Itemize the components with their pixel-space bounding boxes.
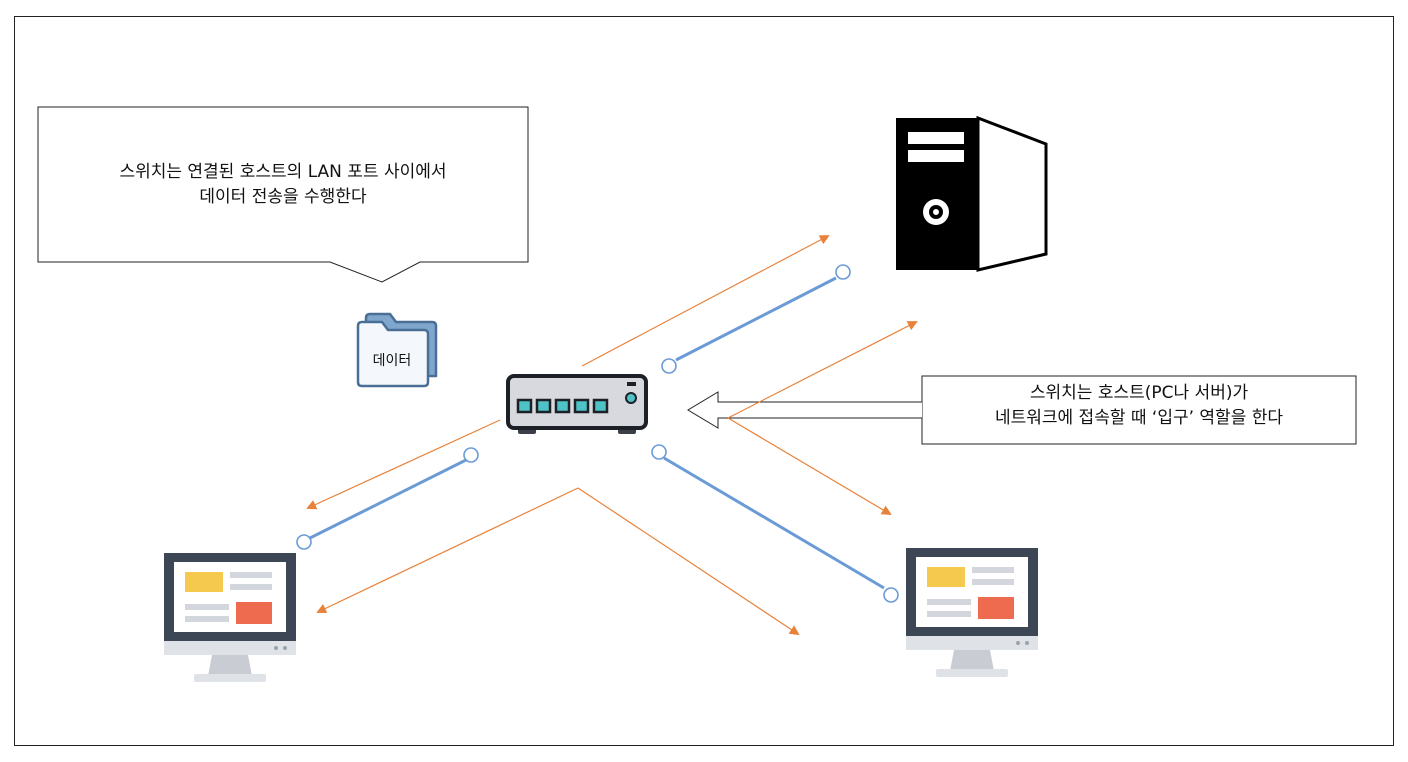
link-switch-left-pc bbox=[309, 458, 467, 540]
entry-arrow bbox=[687, 391, 922, 429]
server-icon bbox=[896, 115, 1048, 272]
callout-left-text: 스위치는 연결된 호스트의 LAN 포트 사이에서 데이터 전송을 수행한다 bbox=[38, 160, 528, 210]
monitor-icon-right bbox=[906, 548, 1038, 677]
callout-right-line2: 네트워크에 접속할 때 ‘입구’ 역할을 한다 bbox=[994, 408, 1284, 428]
callout-left-line1: 스위치는 연결된 호스트의 LAN 포트 사이에서 bbox=[119, 162, 447, 182]
switch-icon bbox=[506, 374, 648, 434]
link-switch-right-pc bbox=[663, 456, 885, 590]
arrow-from-right-up bbox=[727, 321, 918, 419]
arrow-center-to-right bbox=[577, 487, 800, 636]
link-switch-server bbox=[675, 276, 837, 362]
network-links bbox=[309, 276, 885, 590]
connector bbox=[883, 587, 899, 603]
connector bbox=[835, 264, 851, 280]
callout-left-box bbox=[37, 106, 529, 283]
callout-right-line1: 스위치는 호스트(PC나 서버)가 bbox=[1029, 383, 1249, 403]
link-connectors bbox=[296, 264, 899, 603]
folder-label: 데이터 bbox=[372, 353, 412, 369]
monitor-icon-left bbox=[164, 553, 296, 682]
arrow-switch-to-server bbox=[581, 235, 830, 367]
arrow-from-right-down bbox=[727, 417, 892, 516]
callout-left-line2: 데이터 전송을 수행한다 bbox=[199, 187, 367, 207]
arrow-center-to-left bbox=[316, 487, 579, 614]
callout-right-text: 스위치는 호스트(PC나 서버)가 네트워크에 접속할 때 ‘입구’ 역할을 한… bbox=[922, 381, 1356, 431]
connector bbox=[661, 358, 677, 374]
folder-icon bbox=[356, 312, 438, 388]
connector bbox=[463, 447, 479, 463]
arrow-switch-to-left-pc bbox=[306, 419, 501, 510]
diagram-frame bbox=[14, 16, 1394, 746]
connector bbox=[651, 444, 667, 460]
connector bbox=[296, 534, 312, 550]
data-flow-arrows bbox=[306, 235, 918, 636]
callout-right-box bbox=[921, 375, 1357, 445]
